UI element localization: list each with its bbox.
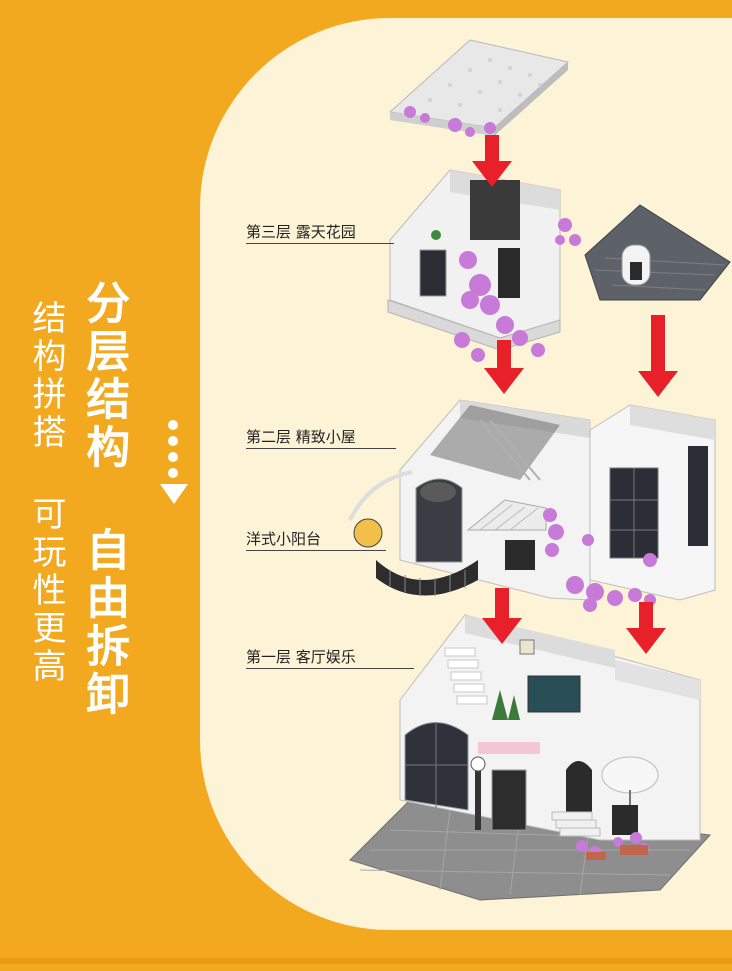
sub-title: 结构拼搭 可玩性更高 — [26, 300, 66, 686]
third-floor-model — [387, 169, 731, 362]
leader-floor1 — [246, 668, 414, 669]
leader-floor2 — [246, 448, 396, 449]
arrow-second-to-first-left — [482, 588, 522, 644]
label-floor2: 第二层 精致小屋 — [246, 428, 356, 446]
dots-icon — [160, 420, 188, 504]
main-title: 分层结构 自由拆卸 — [78, 280, 130, 719]
arrow-third-to-second-right — [638, 315, 678, 397]
roof-plate — [388, 39, 570, 137]
leader-balcony — [246, 550, 386, 551]
arrow-roof-to-third — [472, 135, 512, 187]
bottom-rule — [0, 958, 732, 964]
second-floor-model — [348, 399, 716, 612]
bottom-band — [0, 930, 732, 971]
arrow-second-to-first-right — [626, 602, 666, 654]
label-floor3: 第三层 露天花园 — [246, 223, 356, 241]
arrow-third-to-second-left — [484, 340, 524, 394]
leader-floor3 — [246, 243, 394, 244]
label-floor1: 第一层 客厅娱乐 — [246, 648, 356, 666]
label-balcony: 洋式小阳台 — [246, 530, 322, 548]
down-arrow-icon — [160, 484, 188, 504]
first-floor-model — [349, 614, 712, 901]
